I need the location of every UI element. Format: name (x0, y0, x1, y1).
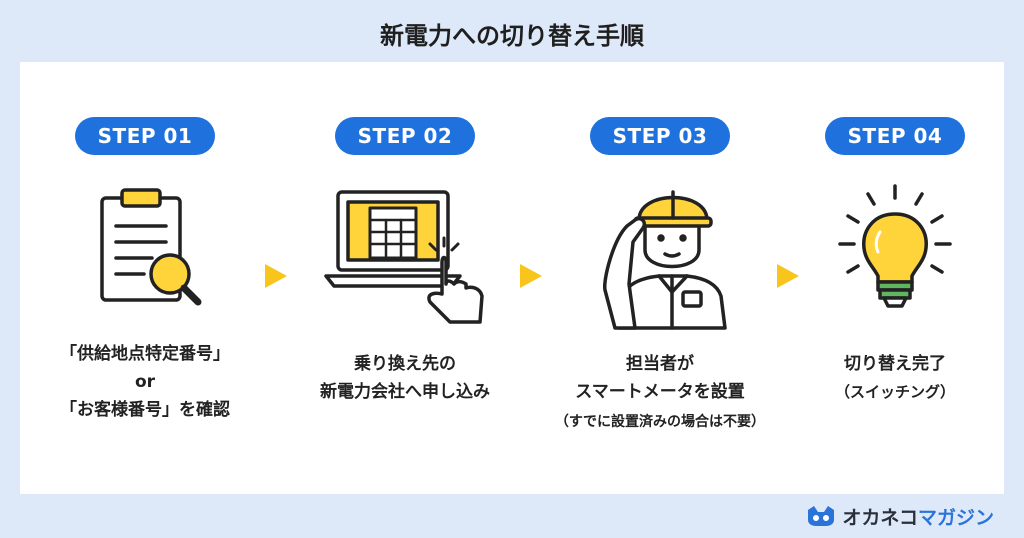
step-3-note: （すでに設置済みの場合は不要） (554, 414, 766, 430)
step-2-line-1: 乗り換え先の (354, 354, 456, 374)
step-1-caption: 「供給地点特定番号」 or 「お客様番号」を確認 (25, 340, 265, 424)
step-4-caption: 切り替え完了 （スイッチング） (775, 350, 1015, 406)
arrow-right-icon (520, 264, 542, 288)
step-1-line-3: 「お客様番号」を確認 (60, 400, 230, 420)
brand-name-part1: オカネコ (842, 506, 918, 529)
step-4-sub: （スイッチング） (834, 383, 955, 401)
arrow-right-icon (265, 264, 287, 288)
step-4-badge: STEP 04 (825, 117, 965, 155)
steps-card: STEP 01 「供給地点特定番号」 or 「お客様番号」を確認 STEP 02 (20, 62, 1004, 494)
step-2-line-2: 新電力会社へ申し込み (320, 382, 490, 402)
step-2-caption: 乗り換え先の 新電力会社へ申し込み (285, 350, 525, 406)
step-3-caption: 担当者が スマートメータを設置 （すでに設置済みの場合は不要） (540, 350, 780, 436)
brand-name-part2: マガジン (917, 506, 994, 529)
cat-logo-icon (808, 506, 835, 526)
arrow-right-icon (777, 264, 799, 288)
light-bulb-icon (838, 184, 952, 308)
step-1-badge: STEP 01 (75, 117, 215, 155)
worker-icon (603, 190, 727, 330)
brand-logo: オカネコマガジン (806, 503, 994, 529)
laptop-hand-icon (324, 190, 484, 324)
page-title: 新電力への切り替え手順 (380, 22, 644, 50)
step-3-line-2: スマートメータを設置 (575, 382, 745, 402)
step-2-badge: STEP 02 (335, 117, 475, 155)
step-3-line-1: 担当者が (626, 354, 694, 374)
step-3-badge: STEP 03 (590, 117, 730, 155)
step-1-line-2: or (134, 372, 156, 392)
brand-name: オカネコマガジン (842, 503, 994, 530)
step-4-line-1: 切り替え完了 (844, 354, 946, 374)
step-1-line-1: 「供給地点特定番号」 (60, 344, 230, 364)
clipboard-magnifier-icon (100, 188, 202, 306)
